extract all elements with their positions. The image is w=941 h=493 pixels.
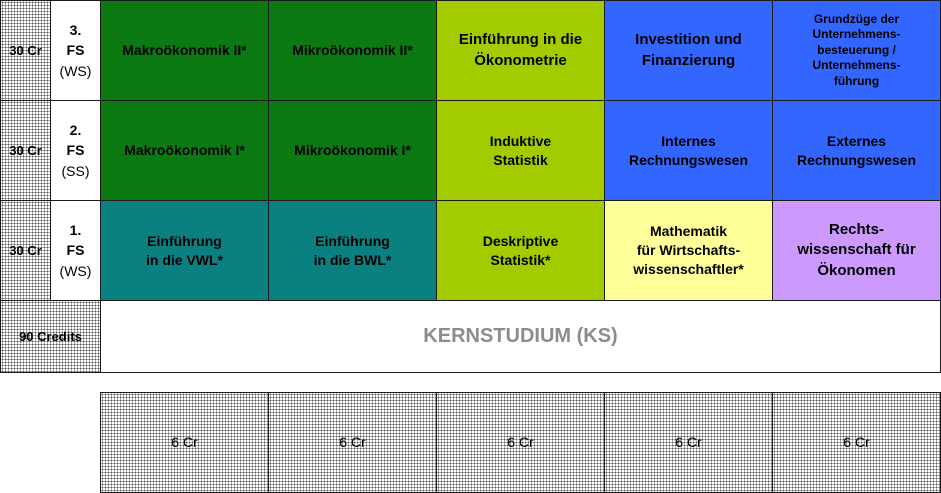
module-label: Einführung in die BWL* <box>313 232 392 268</box>
bottom-block: 6 Cr <box>268 392 437 493</box>
semester-fs: FS <box>66 242 85 259</box>
module-mikrooekonomik-2: Mikroökonomik II* <box>268 0 437 101</box>
semester-type: (WS) <box>59 62 92 79</box>
total-credits-cell: 90 Credits <box>0 300 101 373</box>
bottom-block: 6 Cr <box>772 392 941 493</box>
module-oekonometrie: Einführung in die Ökonometrie <box>436 0 605 101</box>
kernstudium-label: KERNSTUDIUM (KS) <box>423 325 618 347</box>
module-label: Mathematik für Wirtschafts- wissenschaft… <box>633 223 744 277</box>
module-label: Investition und Finanzierung <box>635 31 742 69</box>
module-externes-rechnungswesen: Externes Rechnungswesen <box>772 100 941 201</box>
module-deskriptive-statistik: Deskriptive Statistik* <box>436 200 605 301</box>
module-investition-finanzierung: Investition und Finanzierung <box>604 0 773 101</box>
module-makrooekonomik-2: Makroökonomik II* <box>100 0 269 101</box>
credits-cell-fs3: 30 Cr <box>0 0 51 101</box>
module-label: Einführung in die VWL* <box>146 232 223 268</box>
module-label: Rechts- wissenschaft für Ökonomen <box>797 221 916 279</box>
semester-cell-fs2: 2. FS (SS) <box>50 100 101 201</box>
credits-cell-fs1: 30 Cr <box>0 200 51 301</box>
bottom-block-label: 6 Cr <box>507 434 534 451</box>
module-mathematik: Mathematik für Wirtschafts- wissenschaft… <box>604 200 773 301</box>
module-label: Makroökonomik I* <box>124 142 245 159</box>
semester-number: 2. <box>69 122 82 139</box>
semester-number: 3. <box>69 22 82 39</box>
credits-label: 30 Cr <box>9 42 42 58</box>
credits-cell-fs2: 30 Cr <box>0 100 51 201</box>
module-label: Mikroökonomik I* <box>294 142 411 159</box>
semester-type: (SS) <box>61 162 90 179</box>
module-label: Deskriptive Statistik* <box>482 232 559 268</box>
bottom-block-label: 6 Cr <box>171 434 198 451</box>
bottom-block-label: 6 Cr <box>843 434 870 451</box>
total-credits-label: 90 Credits <box>19 328 82 344</box>
module-makrooekonomik-1: Makroökonomik I* <box>100 100 269 201</box>
bottom-block-label: 6 Cr <box>675 434 702 451</box>
module-label: Makroökonomik II* <box>122 42 247 59</box>
bottom-block-label: 6 Cr <box>339 434 366 451</box>
semester-fs: FS <box>66 142 85 159</box>
module-label: Internes Rechnungswesen <box>628 132 749 168</box>
bottom-block: 6 Cr <box>604 392 773 493</box>
module-internes-rechnungswesen: Internes Rechnungswesen <box>604 100 773 201</box>
module-mikrooekonomik-1: Mikroökonomik I* <box>268 100 437 201</box>
semester-type: (WS) <box>59 262 92 279</box>
credits-label: 30 Cr <box>9 142 42 158</box>
module-label: Grundzüge der Unternehmens- besteuerung … <box>812 11 901 88</box>
module-einfuehrung-vwl: Einführung in die VWL* <box>100 200 269 301</box>
bottom-block: 6 Cr <box>436 392 605 493</box>
module-label: Mikroökonomik II* <box>292 42 413 59</box>
kernstudium-banner: KERNSTUDIUM (KS) <box>100 300 941 373</box>
module-unternehmensbesteuerung: Grundzüge der Unternehmens- besteuerung … <box>772 0 941 101</box>
bottom-block: 6 Cr <box>100 392 269 493</box>
module-induktive-statistik: Induktive Statistik <box>436 100 605 201</box>
module-label: Externes Rechnungswesen <box>796 132 917 168</box>
credits-label: 30 Cr <box>9 242 42 258</box>
module-label: Induktive Statistik <box>489 132 552 168</box>
module-einfuehrung-bwl: Einführung in die BWL* <box>268 200 437 301</box>
semester-number: 1. <box>69 222 82 239</box>
semester-fs: FS <box>66 42 85 59</box>
module-label: Einführung in die Ökonometrie <box>458 31 583 69</box>
semester-cell-fs1: 1. FS (WS) <box>50 200 101 301</box>
semester-cell-fs3: 3. FS (WS) <box>50 0 101 101</box>
module-rechtswissenschaft: Rechts- wissenschaft für Ökonomen <box>772 200 941 301</box>
